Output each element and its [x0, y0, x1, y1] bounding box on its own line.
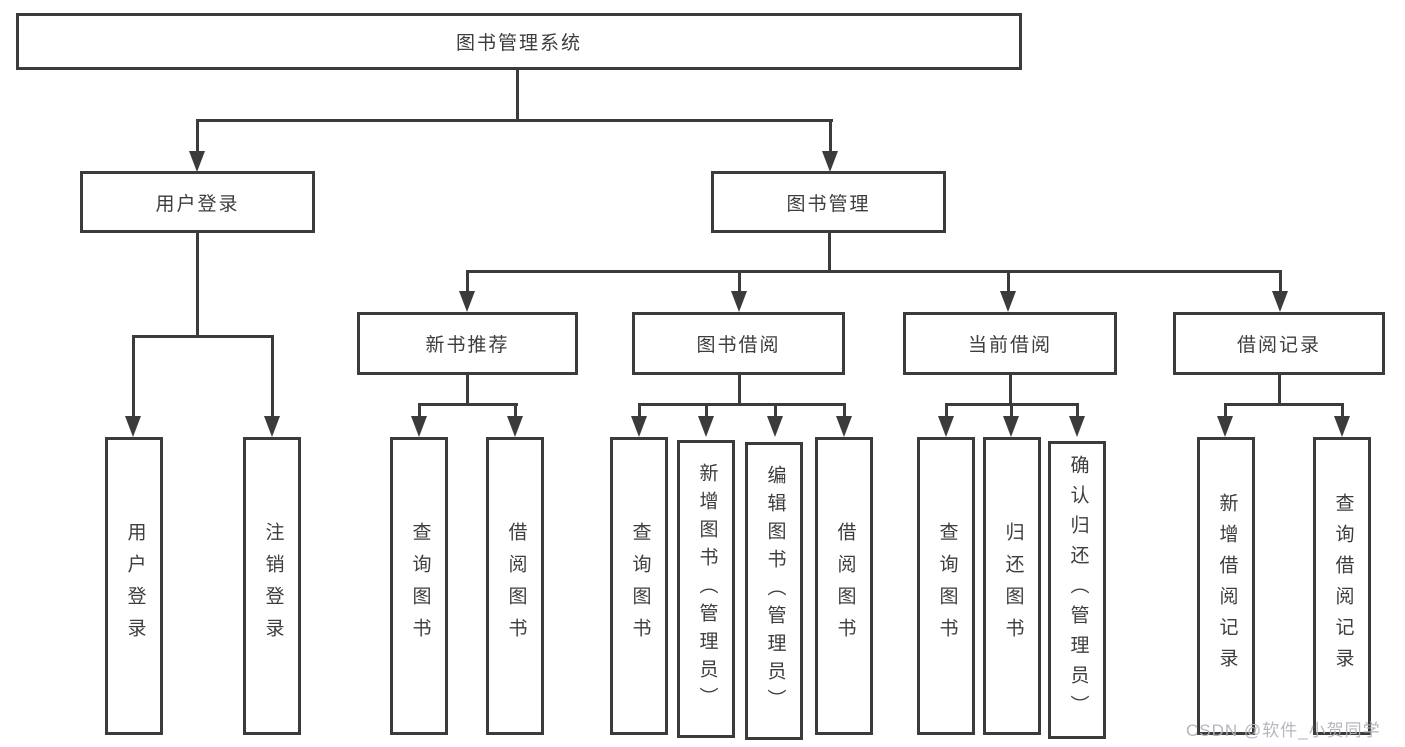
arrowhead-icon	[822, 151, 838, 172]
connector-line	[196, 119, 833, 122]
connector-line	[1009, 375, 1012, 404]
leaf-current-return-books: 归还图书	[983, 437, 1041, 735]
node-book-management: 图书管理	[711, 171, 946, 233]
leaf-label: 新增图书（管理员）	[696, 463, 718, 715]
connector-line	[638, 406, 641, 417]
leaf-borrow-borrow-books: 借阅图书	[815, 437, 873, 735]
arrowhead-icon	[1272, 291, 1288, 312]
connector-line	[1278, 375, 1281, 404]
leaf-label: 归还图书	[1002, 522, 1024, 650]
arrowhead-icon	[1000, 291, 1016, 312]
connector-line	[466, 273, 469, 292]
node-user-login: 用户登录	[80, 171, 315, 233]
node-label: 新书推荐	[425, 335, 510, 356]
connector-line	[843, 406, 846, 417]
connector-line	[829, 122, 832, 152]
connector-line	[196, 233, 199, 336]
node-label: 当前借阅	[967, 335, 1052, 356]
node-label: 借阅记录	[1236, 335, 1321, 356]
connector-line	[1010, 406, 1013, 417]
arrowhead-icon	[1069, 416, 1085, 437]
csdn-watermark: CSDN @软件_小贺同学	[1186, 721, 1381, 740]
leaf-label: 查询借阅记录	[1332, 493, 1354, 679]
leaf-borrow-edit-books-admin: 编辑图书（管理员）	[745, 442, 803, 740]
leaf-label: 用户登录	[124, 522, 146, 650]
node-new-book-recommend: 新书推荐	[357, 312, 578, 375]
leaf-borrow-add-books-admin: 新增图书（管理员）	[677, 440, 735, 738]
connector-line	[705, 406, 708, 417]
arrowhead-icon	[189, 151, 205, 172]
leaf-logout: 注销登录	[243, 437, 301, 735]
connector-line	[738, 375, 741, 404]
connector-line	[132, 335, 274, 338]
leaf-label: 编辑图书（管理员）	[764, 465, 786, 717]
leaf-current-confirm-return-admin: 确认归还（管理员）	[1048, 441, 1106, 739]
connector-line	[132, 338, 135, 417]
connector-line	[945, 406, 948, 417]
node-label: 图书管理	[786, 193, 871, 215]
node-borrow-records: 借阅记录	[1173, 312, 1385, 375]
arrowhead-icon	[1003, 416, 1019, 437]
node-label: 图书借阅	[696, 335, 781, 356]
leaf-label: 借阅图书	[834, 522, 856, 650]
connector-line	[1224, 406, 1227, 417]
arrowhead-icon	[264, 416, 280, 437]
connector-line	[774, 406, 777, 417]
leaf-records-query-record: 查询借阅记录	[1313, 437, 1371, 735]
arrowhead-icon	[767, 416, 783, 437]
connector-line	[466, 375, 469, 404]
connector-line	[828, 233, 831, 271]
arrowhead-icon	[836, 416, 852, 437]
arrowhead-icon	[731, 291, 747, 312]
connector-line	[945, 403, 1079, 406]
leaf-label: 注销登录	[262, 522, 284, 650]
connector-line	[516, 70, 519, 120]
leaf-recommend-borrow-books: 借阅图书	[486, 437, 544, 735]
connector-line	[738, 273, 741, 292]
leaf-label: 查询图书	[936, 522, 958, 650]
arrowhead-icon	[698, 416, 714, 437]
connector-line	[1341, 406, 1344, 417]
leaf-label: 借阅图书	[505, 522, 527, 650]
connector-line	[271, 338, 274, 417]
connector-line	[1076, 406, 1079, 417]
arrowhead-icon	[411, 416, 427, 437]
leaf-recommend-query-books: 查询图书	[390, 437, 448, 735]
connector-line	[514, 406, 517, 417]
leaf-records-add-record: 新增借阅记录	[1197, 437, 1255, 735]
connector-line	[418, 406, 421, 417]
leaf-label: 确认归还（管理员）	[1067, 455, 1089, 725]
node-book-borrow: 图书借阅	[632, 312, 845, 375]
connector-line	[196, 122, 199, 152]
node-root-library-system: 图书管理系统	[16, 13, 1022, 70]
arrowhead-icon	[1217, 416, 1233, 437]
connector-line	[1224, 403, 1344, 406]
connector-line	[1007, 273, 1010, 292]
leaf-user-login: 用户登录	[105, 437, 163, 735]
node-label: 用户登录	[155, 193, 240, 215]
arrowhead-icon	[631, 416, 647, 437]
arrowhead-icon	[938, 416, 954, 437]
arrowhead-icon	[1334, 416, 1350, 437]
leaf-label: 新增借阅记录	[1216, 493, 1238, 679]
connector-line	[418, 403, 518, 406]
node-label: 图书管理系统	[455, 33, 582, 54]
leaf-current-query-books: 查询图书	[917, 437, 975, 735]
connector-line	[638, 403, 846, 406]
arrowhead-icon	[459, 291, 475, 312]
node-current-borrow: 当前借阅	[903, 312, 1117, 375]
arrowhead-icon	[125, 416, 141, 437]
arrowhead-icon	[507, 416, 523, 437]
leaf-label: 查询图书	[409, 522, 431, 650]
leaf-borrow-query-books: 查询图书	[610, 437, 668, 735]
connector-line	[466, 270, 1282, 273]
leaf-label: 查询图书	[629, 522, 651, 650]
connector-line	[1279, 273, 1282, 292]
